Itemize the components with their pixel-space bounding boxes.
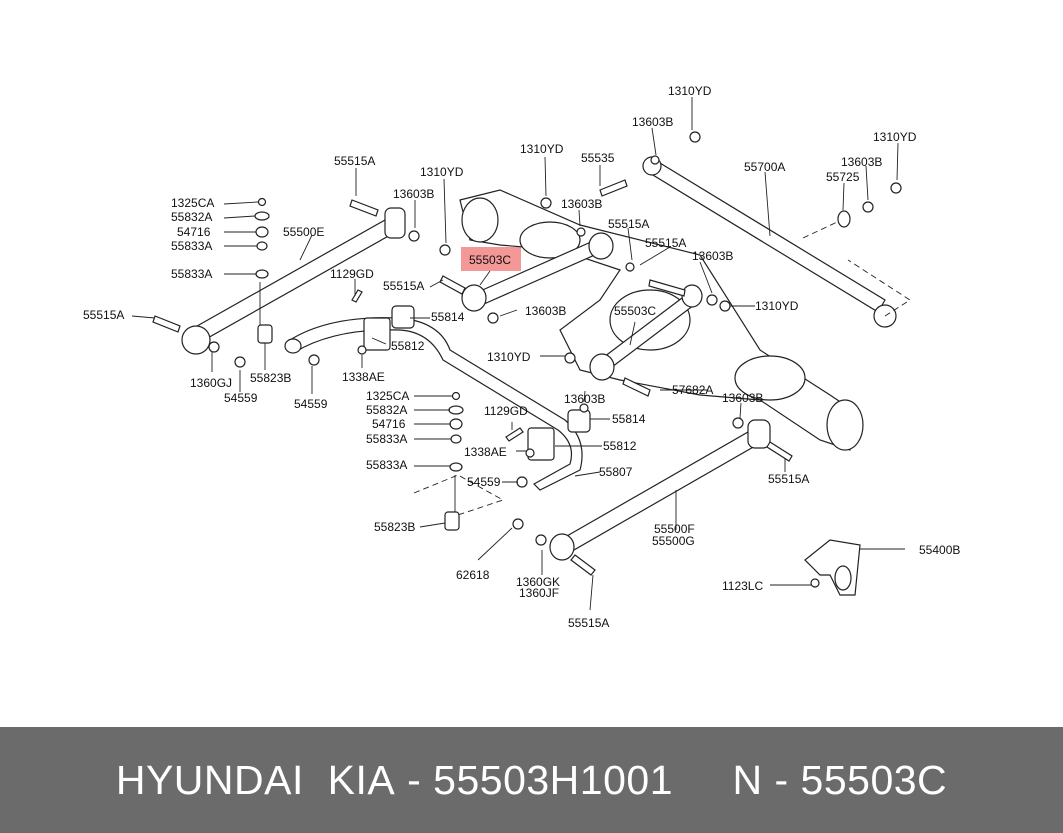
label: 55515A — [768, 472, 809, 486]
label: 13603B — [841, 155, 882, 169]
label: 54559 — [467, 475, 501, 489]
footer-text: HYUNDAI KIA - 55503H1001 N - 55503C — [0, 727, 1063, 833]
label: 1360JF — [519, 586, 559, 600]
label: 55812 — [603, 439, 637, 453]
label: 1325CA — [366, 389, 409, 403]
label: 1310YD — [420, 165, 464, 179]
gap — [673, 757, 732, 804]
label: 1360GK — [516, 575, 560, 589]
label: 1129GD — [484, 404, 528, 418]
label: 55833A — [171, 267, 212, 281]
stabilizer-link-left — [254, 197, 273, 344]
separator: - — [395, 756, 434, 803]
fasteners — [152, 131, 902, 588]
label: 55832A — [366, 403, 407, 417]
label: 13603B — [393, 187, 434, 201]
label: 1360GJ — [190, 376, 232, 390]
label: 1310YD — [873, 130, 917, 144]
label: 13603B — [632, 115, 673, 129]
label: 55823B — [374, 520, 415, 534]
label: 55515A — [608, 217, 649, 231]
label: 55814 — [431, 310, 465, 324]
label: 55515A — [83, 308, 124, 322]
label: 55812 — [391, 339, 425, 353]
label: 55807 — [599, 465, 633, 479]
label: 54716 — [177, 225, 211, 239]
label: 62618 — [456, 568, 490, 582]
label: 1310YD — [487, 350, 531, 364]
label: 1338AE — [464, 445, 507, 459]
label: 13603B — [525, 304, 566, 318]
lower-arm-55500e — [181, 207, 406, 355]
label: 1310YD — [668, 84, 712, 98]
label: 55503C — [614, 304, 656, 318]
label: 55833A — [366, 432, 407, 446]
label: 13603B — [561, 197, 602, 211]
lower-arm-55500f — [535, 419, 771, 561]
label: 55515A — [334, 154, 375, 168]
label: 55500F — [654, 522, 695, 536]
label: 1310YD — [520, 142, 564, 156]
part-number: 55503H1001 — [433, 756, 674, 803]
label: 13603B — [692, 249, 733, 263]
label: 55823B — [250, 371, 291, 385]
label: 54559 — [224, 391, 258, 405]
rear-suspension-diagram: 1310YD 13603B 1310YD 13603B 55725 55700A… — [83, 84, 960, 630]
label: 1129GD — [330, 267, 374, 281]
label: 13603B — [564, 392, 605, 406]
label: 13603B — [722, 391, 763, 405]
part-labels: 1310YD 13603B 1310YD 13603B 55725 55700A… — [83, 84, 960, 630]
upper-arm-55503c-1 — [461, 232, 614, 312]
bracket-55400b — [804, 539, 861, 596]
label: 1310YD — [755, 299, 799, 313]
label: 55515A — [383, 279, 424, 293]
label: 1123LC — [722, 579, 763, 593]
separator: - — [762, 756, 801, 803]
label: 57682A — [672, 383, 713, 397]
label: 54716 — [372, 417, 406, 431]
footer-bar: HYUNDAI KIA - 55503H1001 N - 55503C — [0, 727, 1063, 833]
label: 55535 — [581, 151, 615, 165]
label: 1338AE — [342, 370, 385, 384]
highlight-55503c-upper — [461, 247, 521, 271]
label: 55515A — [645, 236, 686, 250]
label: 55833A — [366, 458, 407, 472]
label: 55832A — [171, 210, 212, 224]
label: 55515A — [568, 616, 609, 630]
label: 55400B — [919, 543, 960, 557]
stabilizer-bar-55807 — [284, 305, 591, 491]
label: 54559 — [294, 397, 328, 411]
label: 55503C — [469, 253, 511, 267]
brand-name: HYUNDAI KIA — [115, 756, 396, 803]
label: 55500G — [652, 534, 695, 548]
lateral-rod-55700a — [642, 156, 911, 328]
label: 1325CA — [171, 196, 214, 210]
leader-lines — [131, 97, 905, 611]
label: 55700A — [744, 160, 785, 174]
n-label: N — [732, 756, 763, 803]
label: 55500E — [283, 225, 324, 239]
label: 55814 — [612, 412, 646, 426]
diagram-code: 55503C — [800, 756, 948, 803]
label: 55725 — [826, 170, 860, 184]
label: 55833A — [171, 239, 212, 253]
